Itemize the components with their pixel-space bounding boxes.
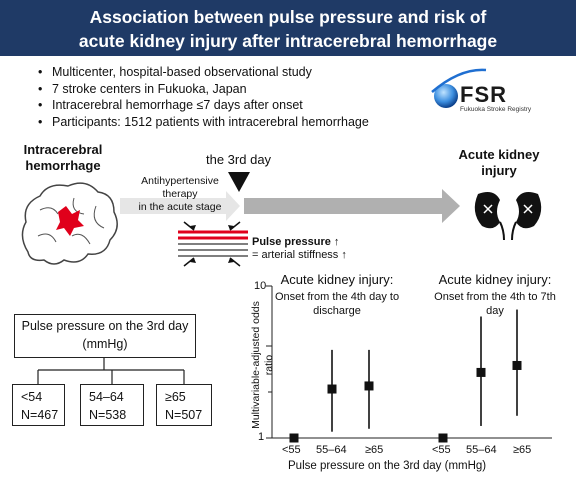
group-label: ≥65	[165, 390, 186, 404]
ich-label-line-1: Intracerebral	[23, 142, 103, 157]
brain-icon	[21, 182, 118, 265]
aki-label-line-2: injury	[481, 163, 517, 178]
bullet-item: Intracerebral hemorrhage ≤7 days after o…	[38, 97, 369, 114]
kidney-icon	[474, 192, 542, 241]
timeline-arrow	[244, 189, 460, 223]
fsr-logo: FSR Fukuoka Stroke Registry	[430, 66, 560, 122]
group-tree	[37, 357, 185, 384]
x-tick-label: <55	[432, 444, 451, 456]
therapy-line-1: Antihypertensive	[141, 175, 219, 187]
odds-ratio-point	[438, 433, 448, 443]
y-tick-label: 10	[254, 280, 267, 292]
day3-marker-icon	[228, 172, 250, 192]
aki-label-line-1: Acute kidney	[458, 147, 540, 162]
globe-icon	[431, 68, 487, 108]
odds-ratio-point	[476, 367, 486, 377]
chart1-title: Acute kidney injury:	[280, 272, 394, 287]
page-title-line-1: Association between pulse pressure and r…	[89, 7, 487, 27]
artery-icon	[178, 221, 248, 267]
page-title-line-2: acute kidney injury after intracerebral …	[78, 31, 498, 51]
therapy-arrow	[120, 191, 240, 221]
x-tick-label: 55–64	[466, 444, 497, 456]
bullet-item: Participants: 1512 patients with intrace…	[38, 114, 369, 131]
chart2-subtitle: Onset from the 4th to 7th day	[434, 291, 556, 317]
odds-ratio-point	[289, 433, 299, 443]
study-bullets: Multicenter, hospital-based observationa…	[38, 64, 369, 130]
x-axis-label: Pulse pressure on the 3rd day (mmHg)	[288, 460, 487, 472]
logo-subtitle: Fukuoka Stroke Registry	[460, 106, 532, 113]
pp-note-line-1: Pulse pressure ↑	[252, 236, 340, 248]
pp-note-line-2: = arterial stiffness ↑	[252, 249, 347, 261]
y-tick-label: 1	[258, 431, 265, 443]
chart1-subtitle: Onset from the 4th day to discharge	[274, 291, 400, 317]
group-label: <54	[21, 390, 43, 404]
pulse-pressure-note: Pulse pressure ↑ = arterial stiffness ↑	[252, 236, 347, 262]
group-label: 54–64	[89, 390, 124, 404]
group-box-high: ≥65 N=507	[156, 384, 212, 426]
pp-box-line-2: (mmHg)	[82, 337, 128, 351]
group-n: N=507	[165, 408, 203, 422]
group-box-low: <54 N=467	[12, 384, 65, 426]
chart2-title: Acute kidney injury:	[438, 272, 552, 287]
day3-label: the 3rd day	[206, 152, 272, 167]
x-tick-label: ≥65	[365, 444, 384, 456]
therapy-label: Antihypertensive therapy in the acute st…	[120, 175, 240, 214]
odds-ratio-point	[364, 381, 374, 391]
x-tick-label: ≥65	[513, 444, 532, 456]
ich-label-line-2: hemorrhage	[25, 158, 101, 173]
odds-ratio-point	[512, 360, 522, 370]
ich-label: Intracerebral hemorrhage	[8, 142, 118, 174]
pp-box-line-1: Pulse pressure on the 3rd day	[21, 319, 189, 333]
therapy-line-2: therapy	[162, 188, 198, 200]
bullet-item: Multicenter, hospital-based observationa…	[38, 64, 369, 81]
x-tick-label: <55	[282, 444, 301, 456]
header-banner: Association between pulse pressure and r…	[0, 0, 576, 56]
aki-label: Acute kidney injury	[444, 147, 554, 179]
group-box-mid: 54–64 N=538	[80, 384, 144, 426]
odds-ratio-point	[327, 384, 337, 394]
group-n: N=538	[89, 408, 127, 422]
pulse-pressure-box: Pulse pressure on the 3rd day (mmHg)	[14, 314, 196, 358]
logo-text: FSR	[460, 82, 507, 107]
therapy-line-3: in the acute stage	[138, 201, 222, 213]
bullet-item: 7 stroke centers in Fukuoka, Japan	[38, 81, 369, 98]
x-tick-label: 55–64	[316, 444, 347, 456]
group-n: N=467	[21, 408, 59, 422]
